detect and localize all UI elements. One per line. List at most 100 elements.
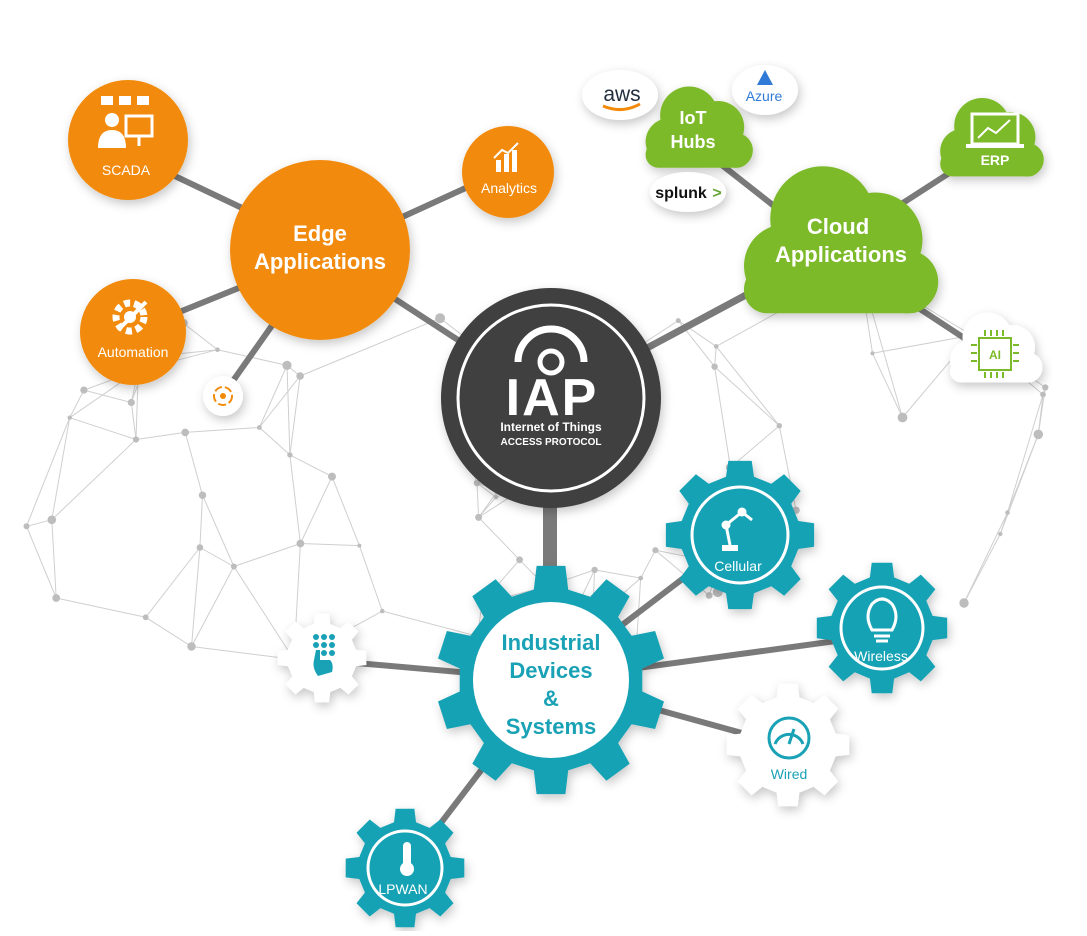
network-node — [296, 372, 304, 380]
network-line — [185, 432, 202, 495]
network-line — [641, 550, 656, 578]
network-node — [68, 416, 72, 420]
network-line — [964, 534, 1000, 603]
splunk-label: splunk — [655, 185, 707, 202]
iot-hubs-line1: IoT — [680, 108, 707, 128]
network-line — [27, 418, 70, 527]
splunk-chevron-icon: > — [712, 185, 721, 202]
cellular-node[interactable] — [666, 461, 814, 609]
network-node — [516, 556, 523, 563]
iot-hubs-line2: Hubs — [671, 132, 716, 152]
network-node — [181, 429, 189, 437]
network-line — [359, 546, 382, 612]
network-node — [1042, 384, 1048, 390]
network-node — [998, 532, 1002, 536]
network-line — [477, 483, 479, 517]
wired-node[interactable] — [727, 684, 849, 806]
network-node — [128, 399, 135, 406]
network-line — [873, 353, 903, 417]
network-line — [479, 490, 499, 517]
network-node — [591, 567, 597, 573]
network-node — [143, 614, 149, 620]
ai-label: AI — [989, 348, 1001, 362]
devices-hub-line1: Industrial — [501, 630, 600, 655]
network-node — [898, 413, 908, 423]
network-line — [332, 477, 359, 546]
network-line — [200, 495, 203, 547]
network-node — [48, 516, 57, 525]
network-node — [1034, 430, 1044, 440]
network-line — [70, 390, 84, 418]
network-node — [24, 523, 30, 529]
network-line — [183, 323, 217, 350]
touch-keypad-node[interactable] — [278, 614, 367, 703]
network-line — [52, 418, 70, 520]
devices-hub-line2: Devices — [509, 658, 592, 683]
network-node — [257, 425, 262, 430]
network-line — [259, 428, 290, 455]
aws-label: aws — [603, 83, 640, 106]
network-line — [192, 567, 234, 647]
network-line — [203, 495, 234, 566]
network-line — [479, 517, 520, 559]
network-line — [290, 455, 301, 544]
network-line — [70, 418, 136, 440]
network-node — [199, 492, 206, 499]
network-node — [1005, 510, 1010, 515]
wireless-label: Wireless — [854, 648, 908, 664]
network-line — [200, 548, 234, 567]
network-node — [638, 576, 643, 581]
network-line — [300, 477, 332, 544]
network-node — [187, 642, 195, 650]
network-line — [716, 346, 779, 425]
cloud-hub-line2: Applications — [775, 242, 907, 267]
automation-label: Automation — [98, 344, 169, 360]
network-node — [328, 473, 336, 481]
edge-hub-line1: Edge — [293, 221, 347, 246]
network-line — [715, 367, 780, 426]
network-node — [1040, 392, 1046, 398]
network-node — [287, 452, 292, 457]
network-node — [475, 514, 482, 521]
network-line — [715, 367, 731, 468]
iap-logo-text: IAP — [506, 369, 599, 427]
wireless-node[interactable] — [817, 563, 947, 693]
network-node — [133, 436, 139, 442]
network-line — [146, 617, 192, 646]
automation-node[interactable] — [80, 279, 186, 385]
network-node — [80, 387, 87, 394]
iap-tagline-line1: Internet of Things — [500, 420, 602, 434]
cloud-hub-line1: Cloud — [807, 214, 869, 239]
network-node — [870, 351, 874, 355]
network-line — [27, 526, 57, 598]
network-line — [52, 440, 136, 520]
network-line — [259, 365, 287, 427]
cloud-applications-hub[interactable] — [744, 166, 938, 313]
network-line — [234, 567, 294, 660]
network-line — [1000, 434, 1038, 534]
network-node — [215, 347, 220, 352]
wired-label: Wired — [771, 766, 808, 782]
network-node — [676, 318, 681, 323]
scada-label: SCADA — [102, 162, 151, 178]
network-line — [52, 520, 56, 598]
network-node — [282, 361, 291, 370]
network-node — [297, 540, 305, 548]
network-node — [52, 594, 60, 602]
devices-hub-line4: Systems — [506, 714, 597, 739]
network-line — [185, 428, 259, 433]
network-line — [595, 570, 641, 578]
network-line — [146, 548, 200, 618]
network-node — [777, 423, 782, 428]
network-line — [131, 403, 136, 440]
analytics-label: Analytics — [481, 180, 537, 196]
network-line — [964, 513, 1008, 603]
cellular-label: Cellular — [714, 558, 762, 574]
azure-label: Azure — [746, 88, 783, 104]
network-node — [357, 544, 361, 548]
edge-hub-line2: Applications — [254, 249, 386, 274]
network-node — [714, 344, 719, 349]
network-node — [494, 495, 498, 499]
